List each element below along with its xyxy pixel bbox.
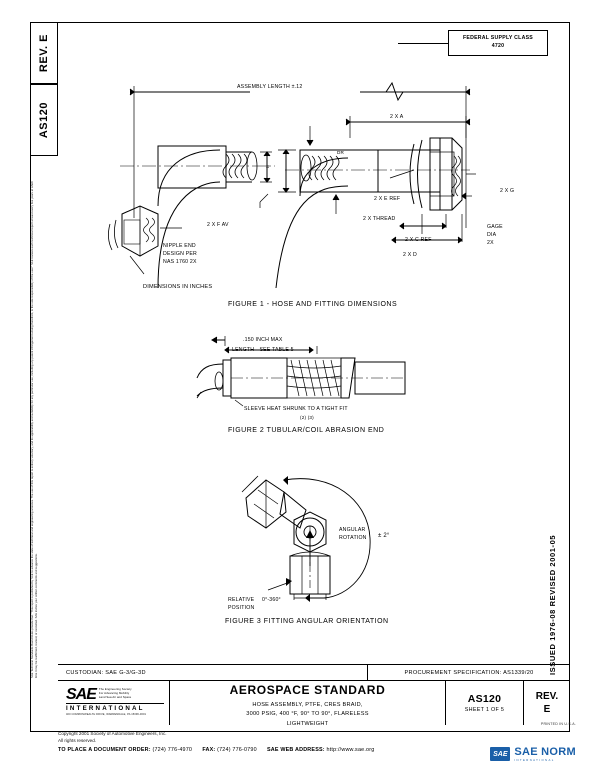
sae-logo: SAE The Engineering Society For Advancin…	[66, 686, 164, 716]
doc-number-cell: AS120 SHEET 1 OF 5	[446, 681, 524, 725]
title-cell: AEROSPACE STANDARD HOSE ASSEMBLY, PTFE, …	[170, 681, 446, 727]
sheet-number: SHEET 1 OF 5	[464, 707, 505, 713]
margin-rev-label: REV.	[37, 45, 50, 73]
relative-position-value: 0°-360°	[262, 597, 281, 603]
custodian-cell: CUSTODIAN: SAE G-3/G-3D	[58, 665, 368, 680]
sae-wordmark: SAE	[66, 686, 97, 703]
order-line: TO PLACE A DOCUMENT ORDER: (724) 776-497…	[58, 747, 570, 753]
drawing-frame	[30, 22, 570, 732]
relative-position-label: RELATIVE POSITION	[228, 597, 255, 611]
fax-number: (724) 776-0790	[217, 746, 257, 753]
fsc-value: 4720	[491, 43, 505, 49]
figure-3-caption: FIGURE 3 FITTING ANGULAR ORIENTATION	[225, 618, 389, 625]
figure-2-caption: FIGURE 2 TUBULAR/COIL ABRASION END	[228, 427, 385, 434]
two-x-g-label: 2 X G	[500, 188, 515, 194]
sae-tagline-1: The Engineering Society	[98, 687, 132, 691]
custodian-text: CUSTODIAN: SAE G-3/G-3D	[66, 669, 146, 676]
units-note: DIMENSIONS IN INCHES	[143, 284, 213, 290]
printed-note: PRINTED IN U.S.A.	[540, 722, 576, 726]
procurement-text: PROCUREMENT SPECIFICATION: AS1339/20	[404, 669, 534, 676]
subtitle-line-1: HOSE ASSEMBLY, PTFE, CRES BRAID,	[252, 701, 363, 708]
federal-supply-class-box: FEDERAL SUPPLY CLASS 4720	[448, 30, 548, 56]
sae-address: 400 COMMONWEALTH DRIVE, WARRENDALE, PA 1…	[66, 712, 147, 716]
subtitle-line-3: LIGHTWEIGHT	[286, 721, 329, 728]
margin-doc-number: AS120	[37, 101, 50, 139]
figure2-sleeve-note: SLEEVE HEAT SHRUNK TO A TIGHT FIT	[244, 406, 348, 412]
dim-b-label: B	[266, 164, 270, 169]
angular-tolerance-label: ± 2°	[378, 533, 390, 539]
figure-1-drawing	[100, 78, 480, 293]
logo-cell: SAE The Engineering Society For Advancin…	[58, 681, 170, 725]
title-block-top-row: CUSTODIAN: SAE G-3/G-3D PROCUREMENT SPEC…	[58, 665, 570, 681]
figure2-sleeve-sub: (2) (3)	[300, 415, 314, 420]
standard-title: AEROSPACE STANDARD	[229, 683, 386, 697]
two-x-f-av-label: 2 X F AV	[207, 222, 229, 228]
margin-doc-box: AS120	[30, 84, 58, 156]
two-x-thread-label: 2 X THREAD	[363, 216, 396, 222]
page-footer: Copyright 2001 Society of Automotive Eng…	[58, 730, 570, 753]
figure-3-drawing	[228, 470, 398, 615]
title-block: CUSTODIAN: SAE G-3/G-3D PROCUREMENT SPEC…	[58, 664, 570, 727]
figure-2-drawing	[195, 334, 415, 418]
issued-revised: ISSUED 1976-08 REVISED 2001-05	[548, 455, 566, 675]
copyright-line-2: All rights reserved.	[58, 738, 97, 744]
title-block-main-row: SAE The Engineering Society For Advancin…	[58, 681, 570, 727]
fsc-label: FEDERAL SUPPLY CLASS	[462, 35, 534, 42]
logo-divider	[66, 702, 164, 704]
two-x-d-label: 2 X D	[403, 252, 417, 258]
subtitle-line-2: 3000 PSIG, 400 °F, 90° TO 90°, FLARELESS	[246, 711, 369, 718]
margin-rev-value: E	[37, 33, 50, 42]
sae-norm-subtitle: INTERNATIONAL	[514, 758, 555, 762]
two-x-c-ref-label: 2 X C REF	[405, 237, 432, 243]
sae-tagline-3: Land Sea Air and Space	[98, 694, 132, 699]
margin-rev-box: REV. E	[30, 22, 58, 84]
angular-rotation-label: ANGULAR ROTATION	[339, 527, 367, 541]
procurement-cell: PROCUREMENT SPECIFICATION: AS1339/20	[368, 665, 570, 680]
gage-dia-label: GAGE DIA 2X	[487, 224, 503, 246]
issued-revised-text: ISSUED 1976-08 REVISED 2001-05	[548, 534, 557, 675]
fsc-leader-line	[398, 43, 448, 45]
sae-tagline-2: For Advancing Mobility	[98, 690, 130, 695]
legal-notice: SAE Technical Standards Board Rules prov…	[31, 178, 55, 678]
assembly-length-label: ASSEMBLY LENGTH ±.12	[237, 84, 303, 90]
legal-notice-text: SAE Technical Standards Board Rules prov…	[31, 181, 39, 678]
rev-cell: REV. E	[524, 681, 570, 725]
figure2-length-note: LENGTH - SEE TABLE 5	[232, 347, 294, 353]
figure2-max-note: .150 INCH MAX	[243, 337, 283, 343]
sae-norm-title: SAE NORM	[514, 746, 576, 758]
nipple-end-note: NIPPLE END DESIGN PER NAS 1760 2X	[163, 243, 197, 265]
rev-value: E	[543, 704, 551, 715]
figure-1-caption: FIGURE 1 - HOSE AND FITTING DIMENSIONS	[228, 301, 398, 308]
fax-label: FAX:	[202, 746, 216, 753]
copyright-line-1: Copyright 2001 Society of Automotive Eng…	[58, 731, 167, 736]
sae-norm-badge: SAE	[490, 747, 511, 761]
two-x-e-ref-label: 2 X E REF	[374, 196, 401, 202]
rev-label: REV.	[535, 691, 559, 702]
order-label: TO PLACE A DOCUMENT ORDER:	[58, 746, 151, 753]
sae-international: INTERNATIONAL	[66, 704, 145, 712]
order-phone: (724) 776-4970	[152, 746, 193, 753]
doc-number-value: AS120	[467, 693, 502, 705]
web-url[interactable]: http://www.sae.org	[326, 746, 375, 753]
sae-norm-watermark: SAE SAE NORM INTERNATIONAL	[490, 746, 576, 762]
dim-dr-label: DR	[337, 150, 345, 155]
two-x-a-label: 2 X A	[390, 114, 404, 120]
web-label: SAE WEB ADDRESS:	[266, 746, 325, 753]
